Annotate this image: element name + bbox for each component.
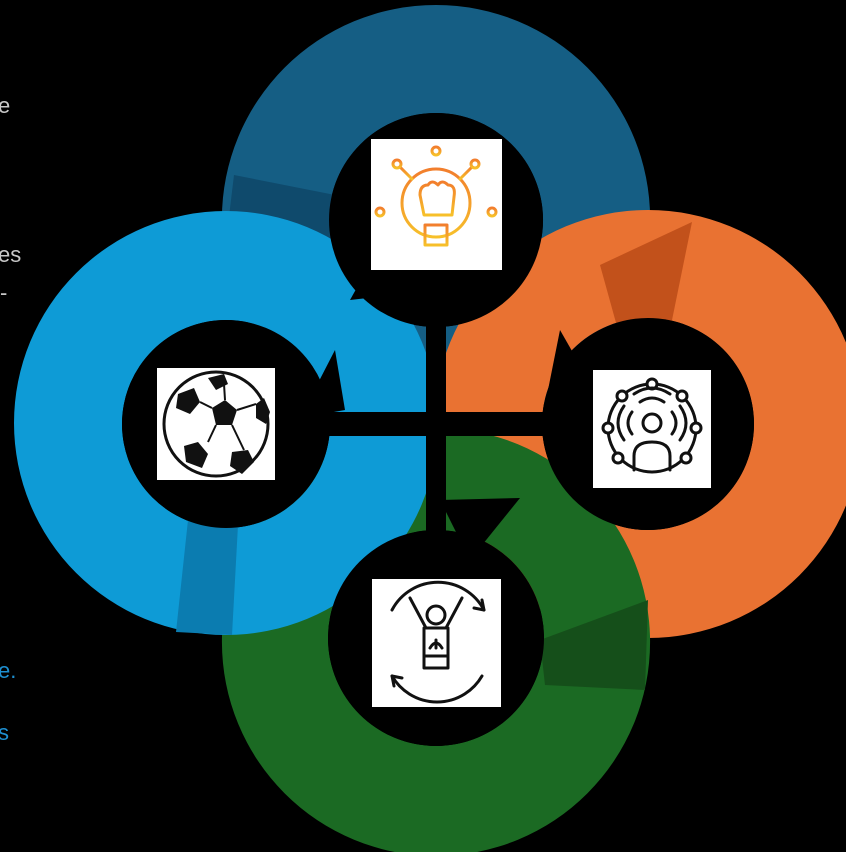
ring-left-body (14, 211, 438, 635)
tile-right (593, 370, 711, 488)
left-text-fragment-5: s (0, 720, 9, 745)
arrow-notch-bottom (440, 498, 520, 560)
raised-fist-network-icon (374, 145, 498, 247)
center-cross (270, 270, 600, 580)
arrow-notch-left (300, 350, 345, 418)
left-text-fragment-1: e (0, 93, 10, 118)
ring-left (14, 211, 438, 635)
tile-left (157, 368, 275, 480)
tile-top (371, 139, 502, 270)
soccer-ball-icon (162, 370, 270, 478)
left-text-fragment-4: e. (0, 658, 16, 683)
arrow-notches (300, 250, 600, 560)
arrow-notch-top (350, 250, 420, 300)
left-text-fragment-2: es (0, 242, 21, 267)
tile-bottom (372, 579, 501, 707)
cross-horizontal (270, 412, 600, 436)
ring-bottom-shade (540, 600, 648, 690)
left-text: e es - e. s (0, 93, 21, 745)
left-text-fragment-3: - (0, 280, 7, 305)
arrow-notch-right (545, 330, 600, 405)
broadcasting-person-network-icon (601, 377, 703, 474)
ring-left-shade (176, 520, 238, 635)
ring-right-shade (600, 222, 692, 330)
cheering-fan-cycle-icon (390, 580, 486, 704)
